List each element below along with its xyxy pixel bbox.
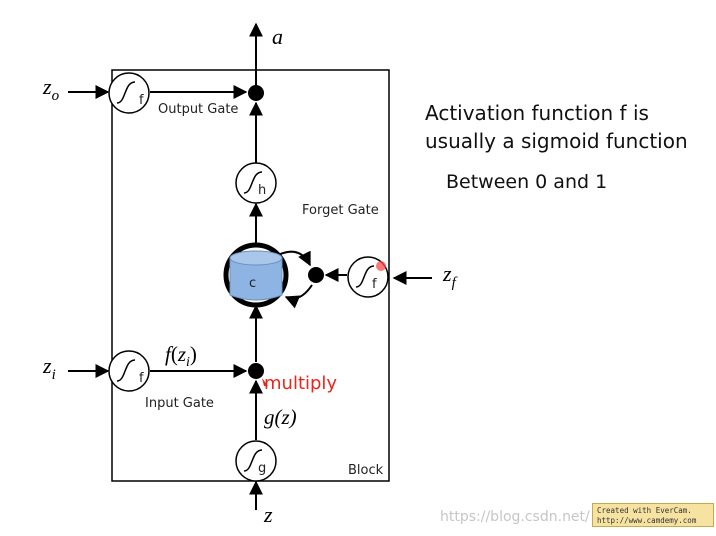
z-f-label: zf xyxy=(442,261,458,291)
forget-gate-label: Forget Gate xyxy=(302,203,379,218)
watermark: https://blog.csdn.net/ xyxy=(440,509,590,525)
cursor-highlight xyxy=(376,261,386,271)
g-activation: g xyxy=(235,440,277,482)
connections xyxy=(68,22,432,510)
g-z-label: g(z) xyxy=(264,405,297,429)
activation-note-line2: usually a sigmoid function xyxy=(425,129,688,153)
output-gate-activation-label: f xyxy=(139,93,144,108)
input-multiply-dot xyxy=(248,363,264,379)
output-gate-activation: f xyxy=(108,72,150,114)
cell-label: c xyxy=(249,276,256,291)
memory-cell: c xyxy=(223,242,289,308)
multiply-arrowhead xyxy=(262,378,268,386)
z-i-label: zi xyxy=(42,353,56,383)
f-zi-label: f(zi) xyxy=(165,342,197,370)
z-input-label: z xyxy=(263,502,273,527)
output-multiply-dot xyxy=(248,85,264,101)
input-gate-label: Input Gate xyxy=(145,396,214,411)
z-o-label: zo xyxy=(42,74,60,104)
range-note: Between 0 and 1 xyxy=(446,171,608,193)
forget-multiply-dot xyxy=(308,267,324,283)
evercam-badge: Created with EverCam. http://www.camdemy… xyxy=(592,503,714,527)
multiply-label: multiply xyxy=(264,373,337,394)
block-label: Block xyxy=(348,463,384,478)
forget-gate-activation: f xyxy=(347,256,389,298)
input-gate-activation-label: f xyxy=(139,371,144,386)
output-a-label: a xyxy=(272,24,283,49)
forget-gate-activation-label: f xyxy=(372,277,377,292)
output-gate-label: Output Gate xyxy=(158,102,238,117)
evercam-line2: http://www.camdemy.com xyxy=(597,516,697,525)
activation-note: Activation function f is usually a sigmo… xyxy=(425,99,688,155)
activation-note-line1: Activation function f is xyxy=(425,101,649,125)
h-activation: h xyxy=(235,162,277,204)
h-activation-label: h xyxy=(258,183,266,198)
g-activation-label: g xyxy=(258,461,266,476)
evercam-line1: Created with EverCam. xyxy=(597,506,692,515)
input-gate-activation: f xyxy=(108,350,150,392)
